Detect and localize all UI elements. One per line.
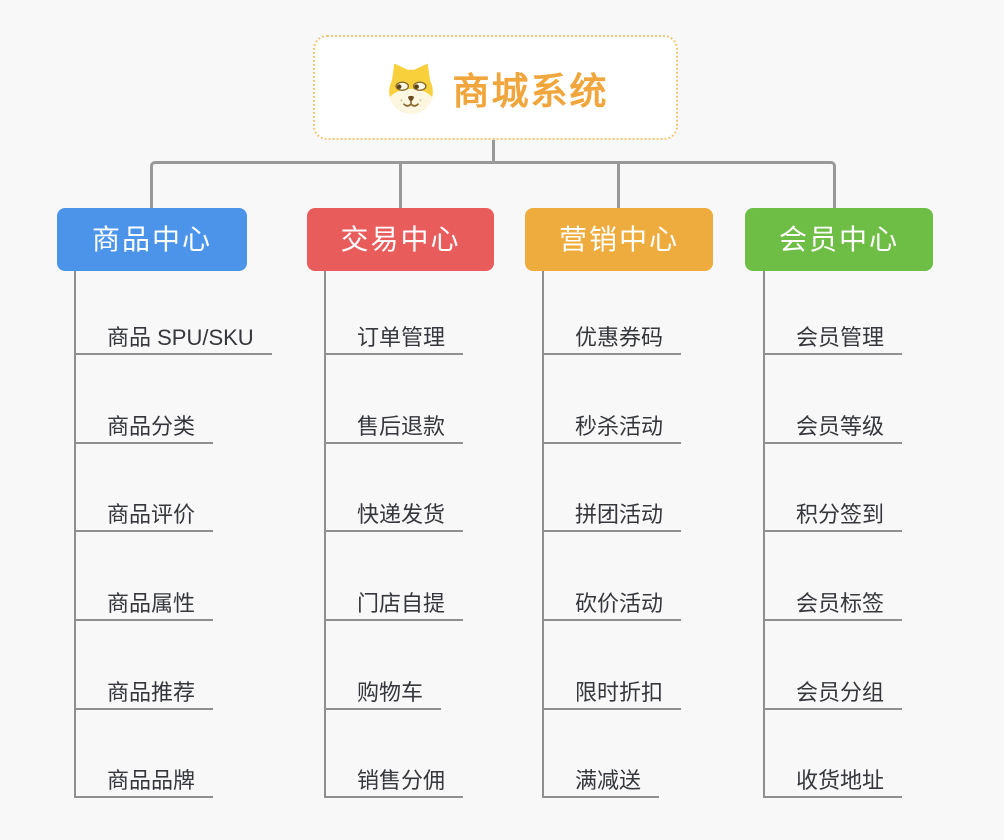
branch-node-member-center[interactable]: 会员中心 bbox=[745, 208, 933, 271]
root-node[interactable]: 商城系统 bbox=[313, 35, 678, 140]
branch-spine-line bbox=[74, 271, 76, 798]
branch-spine-line bbox=[324, 271, 326, 798]
leaf-node[interactable]: 购物车 bbox=[324, 678, 442, 710]
leaf-node[interactable]: 商品 SPU/SKU bbox=[74, 323, 272, 355]
leaf-node[interactable]: 拼团活动 bbox=[542, 500, 682, 532]
leaf-node[interactable]: 满减送 bbox=[542, 766, 660, 798]
branch-spine-line bbox=[763, 271, 765, 798]
leaf-node[interactable]: 商品属性 bbox=[74, 589, 214, 621]
branch-spine-line bbox=[542, 271, 544, 798]
connector-horizontal bbox=[150, 161, 836, 208]
leaf-node[interactable]: 会员管理 bbox=[763, 323, 903, 355]
leaf-node[interactable]: 快递发货 bbox=[324, 500, 464, 532]
leaf-node[interactable]: 商品品牌 bbox=[74, 766, 214, 798]
leaf-node[interactable]: 商品分类 bbox=[74, 412, 214, 444]
leaf-node[interactable]: 限时折扣 bbox=[542, 678, 682, 710]
leaf-node[interactable]: 订单管理 bbox=[324, 323, 464, 355]
leaf-node[interactable]: 会员标签 bbox=[763, 589, 903, 621]
connector-drop-branch-3 bbox=[617, 162, 620, 208]
leaf-node[interactable]: 门店自提 bbox=[324, 589, 464, 621]
branch-node-marketing-center[interactable]: 营销中心 bbox=[525, 208, 713, 271]
branch-node-trade-center[interactable]: 交易中心 bbox=[307, 208, 494, 271]
root-title: 商城系统 bbox=[452, 70, 609, 112]
leaf-node[interactable]: 商品评价 bbox=[74, 500, 214, 532]
leaf-node[interactable]: 会员分组 bbox=[763, 678, 903, 710]
leaf-node[interactable]: 会员等级 bbox=[763, 412, 903, 444]
leaf-node[interactable]: 商品推荐 bbox=[74, 678, 214, 710]
leaf-node[interactable]: 秒杀活动 bbox=[542, 412, 682, 444]
leaf-node[interactable]: 收货地址 bbox=[763, 766, 903, 798]
leaf-node[interactable]: 售后退款 bbox=[324, 412, 464, 444]
connector-drop-branch-2 bbox=[399, 162, 402, 208]
leaf-node[interactable]: 砍价活动 bbox=[542, 589, 682, 621]
leaf-node[interactable]: 销售分佣 bbox=[324, 766, 464, 798]
branch-node-product-center[interactable]: 商品中心 bbox=[57, 208, 247, 271]
dog-face-icon bbox=[388, 63, 433, 113]
connector-root-drop bbox=[492, 139, 495, 164]
leaf-node[interactable]: 积分签到 bbox=[763, 500, 903, 532]
leaf-node[interactable]: 优惠券码 bbox=[542, 323, 682, 355]
